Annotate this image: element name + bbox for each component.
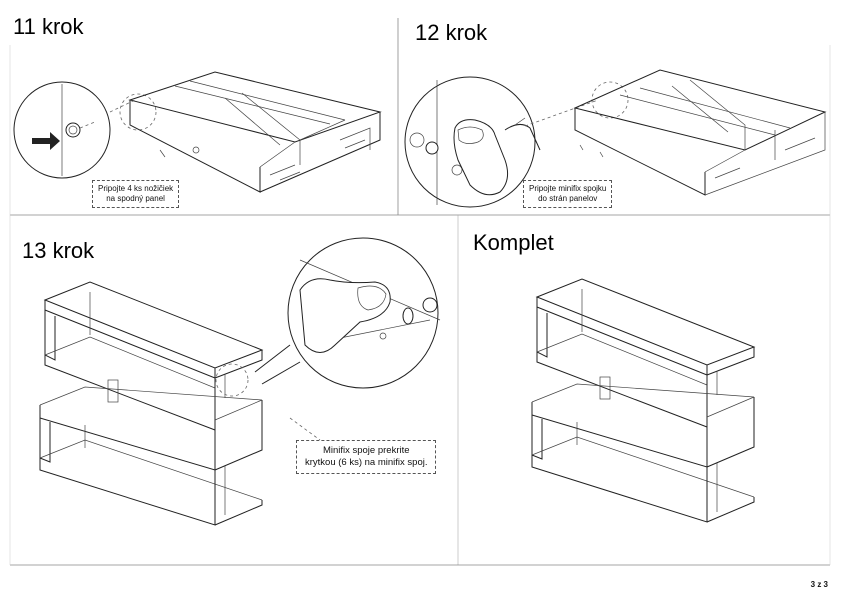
- step12-note-line1: Pripojte minifix spojku: [529, 184, 607, 193]
- step11-note-line1: Pripojte 4 ks nožičiek: [98, 184, 174, 193]
- step11-note: Pripojte 4 ks nožičiek na spodný panel: [92, 180, 180, 208]
- step13-note-line1: Minifix spoje prekrite: [322, 445, 410, 456]
- komplet-title: Komplet: [473, 230, 554, 255]
- step12-illustration: [404, 69, 827, 208]
- step13-note-line2: krytkou (6 ks) na minifix spoj.: [305, 457, 428, 468]
- step11-title: 11 krok: [13, 14, 84, 39]
- step12-note: Pripojte minifix spojku do strán panelov: [523, 180, 613, 208]
- step13-note: Minifix spoje prekrite krytkou (6 ks) na…: [296, 440, 437, 474]
- step13-magnifier: [254, 237, 441, 441]
- step12-title: 12 krok: [415, 20, 488, 45]
- step12-note-line2: do strán panelov: [538, 194, 598, 203]
- step11-note-line2: na spodný panel: [106, 194, 165, 203]
- step13-shelf: [39, 281, 264, 526]
- step11-illustration: [13, 71, 382, 193]
- step13-title: 13 krok: [22, 238, 95, 263]
- komplet-shelf: [531, 278, 756, 523]
- page-number: 3 z 3: [810, 580, 828, 589]
